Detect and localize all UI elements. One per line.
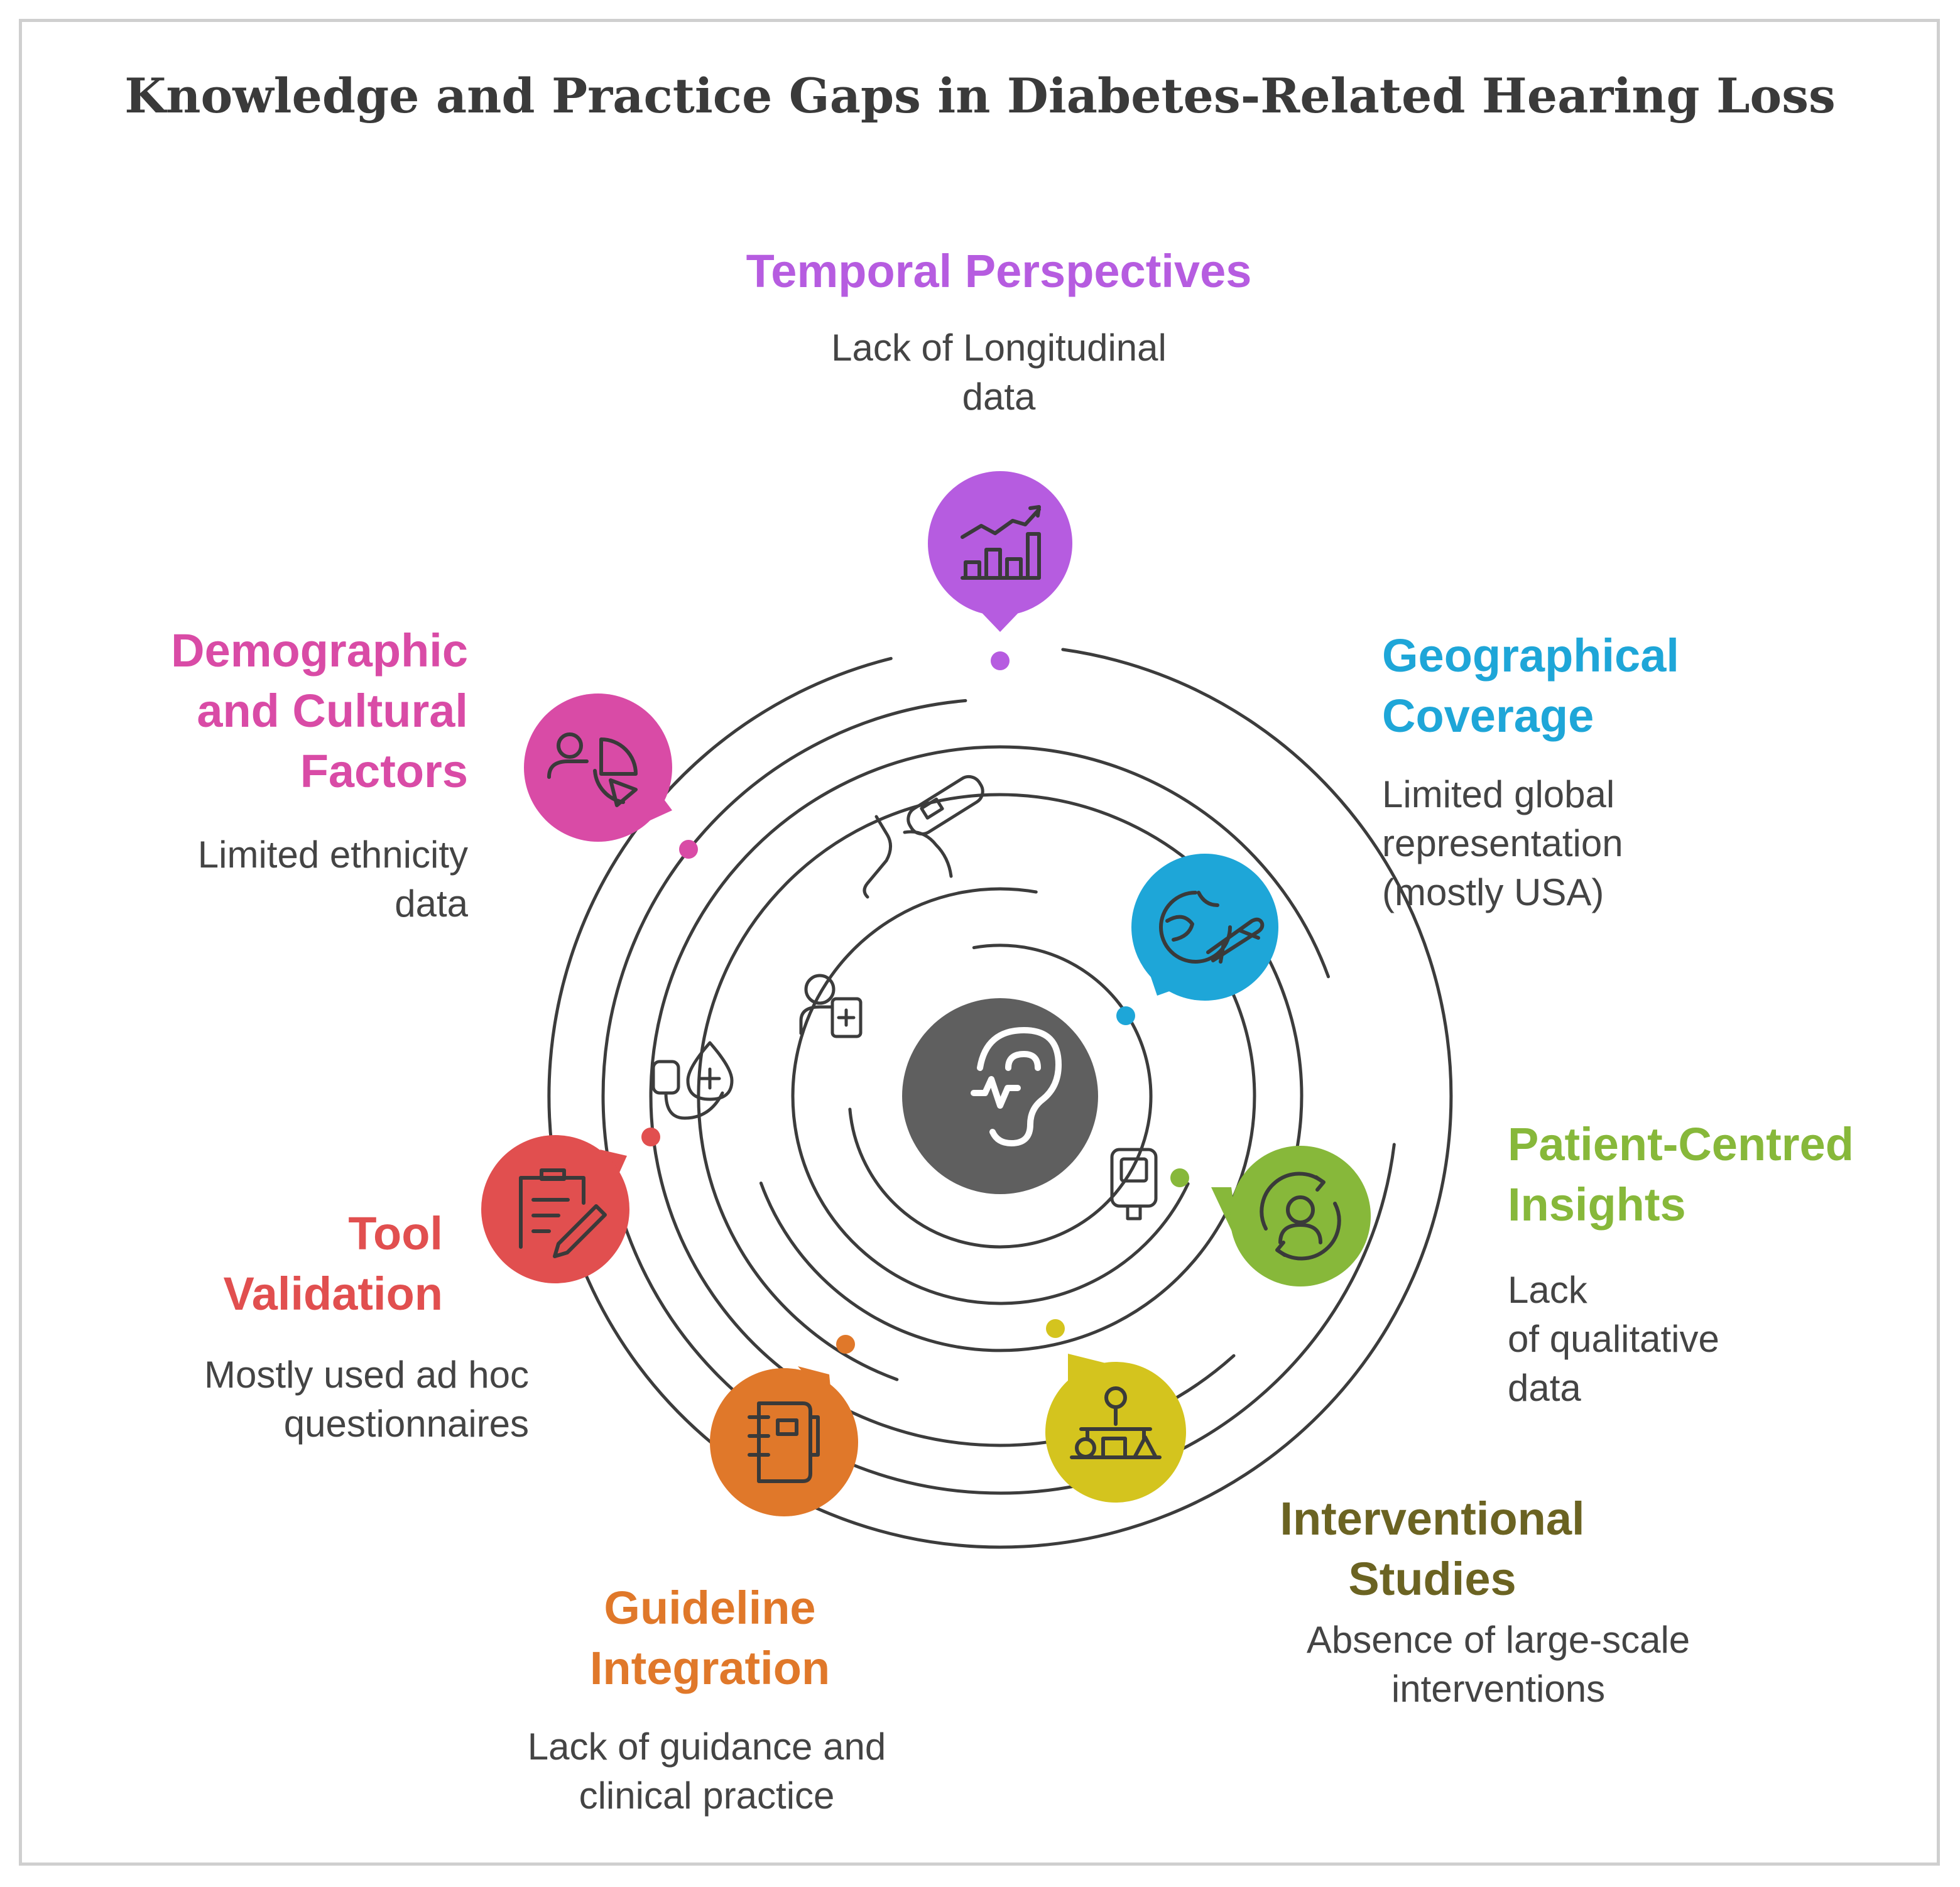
demographic-heading: Demographic and Cultural Factors xyxy=(171,624,468,797)
clipboard-pencil-icon xyxy=(519,1168,607,1258)
interventional-marker xyxy=(1045,1319,1186,1503)
ring-arc xyxy=(601,699,1396,1495)
patient-dot xyxy=(1170,1168,1189,1187)
geographical-heading: Geographical Coverage xyxy=(1382,629,1679,742)
guideline-heading: Guideline Integration xyxy=(589,1582,830,1694)
interventional-bubble xyxy=(1045,1354,1186,1503)
doctor-clipboard-icon xyxy=(799,974,863,1038)
interventional-dot xyxy=(1046,1319,1065,1338)
tool-description: Mostly used ad hoc questionnaires xyxy=(204,1354,529,1445)
temporal-heading: Temporal Perspectives xyxy=(746,245,1252,297)
patient-description: Lack of qualitative data xyxy=(1508,1269,1719,1409)
demographic-bubble xyxy=(524,693,672,842)
geographical-bubble xyxy=(1131,854,1278,1001)
ear-sound-icon xyxy=(971,1027,1062,1146)
ring-arc xyxy=(848,944,1153,1249)
diagram-frame xyxy=(19,19,1940,1866)
globe-airplane-icon xyxy=(1159,891,1265,964)
demographic-dot xyxy=(679,840,698,859)
demographic-description: Limited ethnicity data xyxy=(197,834,468,925)
concentric-rings xyxy=(547,648,1453,1549)
ring-arc xyxy=(649,745,1330,1447)
guideline-bubble xyxy=(710,1366,858,1516)
person-pie-icon xyxy=(547,732,638,807)
geographical-dot xyxy=(1116,1006,1135,1025)
patient-bubble xyxy=(1211,1146,1371,1286)
ring-arc xyxy=(759,886,1256,1352)
geographical-marker xyxy=(1116,854,1278,1025)
temporal-description: Lack of Longitudinal data xyxy=(831,327,1167,418)
geographical-description: Limited global representation (mostly US… xyxy=(1382,773,1623,913)
guideline-dot xyxy=(836,1335,855,1354)
demographic-marker xyxy=(524,693,698,859)
idea-shapes-icon xyxy=(1070,1386,1162,1459)
ring-arc xyxy=(791,887,1190,1305)
ring-arc xyxy=(547,648,1453,1549)
glucose-finger-test-icon xyxy=(863,775,984,899)
temporal-dot xyxy=(991,651,1010,670)
diagram-title: Knowledge and Practice Gaps in Diabetes-… xyxy=(124,68,1836,124)
blood-drop-stethoscope-icon xyxy=(651,1041,734,1120)
center-core xyxy=(902,998,1098,1194)
temporal-marker xyxy=(928,471,1072,670)
patient-heading: Patient-Centred Insights xyxy=(1508,1118,1854,1231)
tool-heading: Tool Validation xyxy=(223,1207,443,1320)
ring-arc xyxy=(697,793,1304,1381)
notebook-icon xyxy=(748,1401,820,1483)
patient-marker xyxy=(1170,1146,1371,1286)
guideline-description: Lack of guidance and clinical practice xyxy=(527,1726,886,1817)
interventional-description: Absence of large-scale interventions xyxy=(1306,1619,1690,1710)
tool-bubble xyxy=(481,1135,629,1283)
tool-dot xyxy=(641,1128,660,1146)
guideline-marker xyxy=(710,1335,858,1516)
temporal-bubble xyxy=(928,471,1072,632)
interventional-heading: Interventional Studies xyxy=(1280,1493,1585,1605)
tool-marker xyxy=(481,1128,660,1283)
growth-chart-icon xyxy=(961,505,1041,580)
person-cycle-icon xyxy=(1260,1172,1341,1261)
glucose-meter-icon xyxy=(1110,1148,1158,1221)
